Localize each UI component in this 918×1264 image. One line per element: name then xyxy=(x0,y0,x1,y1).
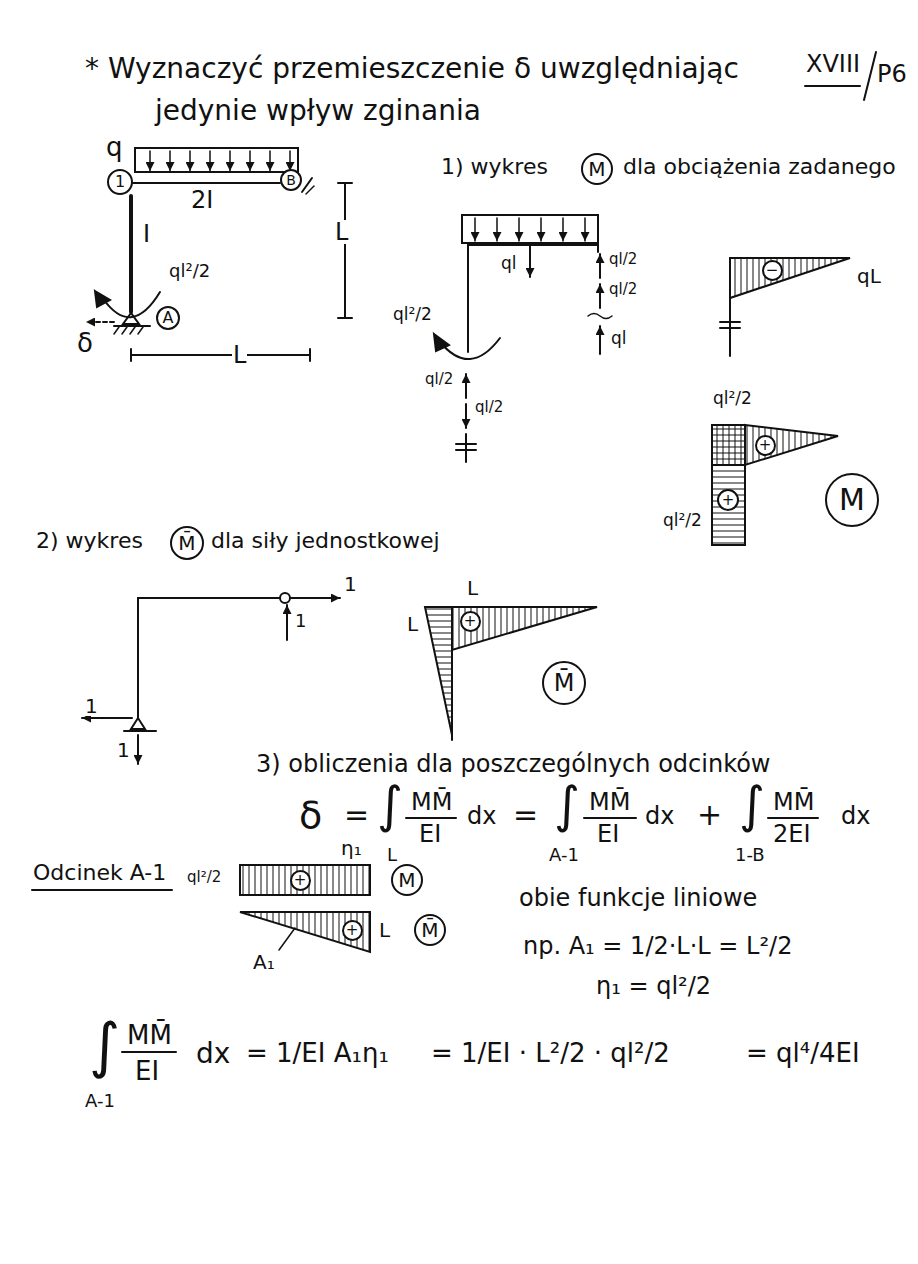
moment-value: ql²/2 xyxy=(662,512,703,529)
node-text: + xyxy=(759,438,772,453)
integral-sign: ∫ xyxy=(88,1015,121,1075)
force-label: ql/2 xyxy=(424,372,454,387)
moment-value: L xyxy=(406,614,419,634)
diagram-symbol: M xyxy=(581,153,613,185)
formula-denominator: EI xyxy=(134,1058,160,1084)
integral-sign: ∫ xyxy=(738,780,766,830)
section-heading: Odcinek A-1 xyxy=(32,862,167,884)
formula-symbol: = xyxy=(512,800,539,830)
step-heading: 3) obliczenia dla poszczególnych odcinkó… xyxy=(255,752,772,776)
formula-step: = 1/EI A₁η₁ xyxy=(245,1040,390,1066)
integral-sign: ∫ xyxy=(376,780,404,830)
formula-step: = ql⁴/4EI xyxy=(745,1040,861,1066)
stiffness-label: 2I xyxy=(190,188,214,212)
node-text: M̄ xyxy=(554,671,575,695)
node-text: M xyxy=(839,485,865,515)
sign-circle: + xyxy=(460,611,481,632)
dimension-label: L xyxy=(232,343,247,367)
sign-circle: + xyxy=(717,489,739,511)
support-circle: A xyxy=(156,306,180,330)
formula-numerator: MM̄ xyxy=(410,790,453,814)
sign-circle: + xyxy=(342,920,363,941)
node-text: 1 xyxy=(115,174,125,190)
force-label: ql/2 xyxy=(474,400,504,415)
formula-denominator: EI xyxy=(596,822,620,846)
joint-circle: 1 xyxy=(107,169,133,195)
area-label: A₁ xyxy=(252,952,276,972)
diagram-symbol: M xyxy=(825,473,879,527)
node-text: M xyxy=(588,159,605,179)
ordinate-label: η₁ xyxy=(340,838,363,858)
step-heading: 1) wykres xyxy=(440,156,549,178)
sign-circle: + xyxy=(290,870,311,891)
formula-numerator: MM̄ xyxy=(126,1022,173,1048)
moment-value: ql²/2 xyxy=(186,870,222,885)
step-heading: dla siły jednostkowej xyxy=(210,530,441,552)
moment-value: L xyxy=(466,578,479,598)
moment-value: ql²/2 xyxy=(712,390,753,407)
sheet-number: P6 xyxy=(876,62,908,86)
step-heading: 2) wykres xyxy=(35,530,144,552)
step-heading: dla obciążenia zadanego xyxy=(622,156,897,178)
formula-symbol: dx xyxy=(466,804,497,828)
diagram-symbol: M̄ xyxy=(170,526,204,560)
force-label: ql/2 xyxy=(608,282,638,297)
formula-step: = 1/EI · L²/2 · ql²/2 xyxy=(430,1040,671,1066)
support-circle: B xyxy=(280,169,302,191)
node-text: + xyxy=(722,493,735,508)
node-text: B xyxy=(286,173,296,187)
formula-denominator: EI xyxy=(418,822,442,846)
formula-symbol: dx xyxy=(195,1040,231,1068)
sheet-number: XVIII xyxy=(805,52,861,76)
formula-symbol: dx xyxy=(644,804,675,828)
node-text: + xyxy=(294,873,307,888)
node-text: + xyxy=(346,923,359,938)
formula-numerator: MM̄ xyxy=(588,790,631,814)
moment-label: ql²/2 xyxy=(168,262,211,280)
dimension-label: L xyxy=(334,220,349,244)
force-label: 1 xyxy=(294,612,307,630)
page-title: * Wyznaczyć przemieszczenie δ uwzględnia… xyxy=(85,48,748,132)
integral-limit: 1-B xyxy=(734,846,766,864)
formula-numerator: MM̄ xyxy=(772,790,815,814)
formula-denominator: 2EI xyxy=(772,822,812,846)
sign-circle: + xyxy=(755,435,776,456)
node-text: + xyxy=(464,614,477,629)
formula-symbol: + xyxy=(696,800,723,830)
note: obie funkcje liniowe xyxy=(518,886,758,910)
formula-symbol: = xyxy=(343,800,370,830)
sign-circle: − xyxy=(762,260,783,281)
formula-symbol: δ xyxy=(298,796,323,834)
force-label: ql/2 xyxy=(608,252,638,267)
diagram-symbol: M̄ xyxy=(542,661,586,705)
load-symbol: q xyxy=(105,134,124,160)
node-text: − xyxy=(766,263,779,278)
node-text: M xyxy=(398,870,415,890)
displacement-symbol: δ xyxy=(76,330,94,356)
moment-label: ql²/2 xyxy=(392,306,433,323)
integral-limit: L xyxy=(386,846,398,864)
force-label: ql xyxy=(610,330,628,347)
integral-limit: A-1 xyxy=(548,846,580,864)
force-label: 1 xyxy=(343,574,358,594)
node-text: M̄ xyxy=(421,920,438,940)
diagram-symbol: M xyxy=(391,864,423,896)
formula-symbol: dx xyxy=(840,804,871,828)
force-label: ql xyxy=(500,255,518,272)
node-text: A xyxy=(163,310,174,326)
stiffness-label: I xyxy=(142,222,151,246)
note: np. A₁ = 1/2·L·L = L²/2 xyxy=(522,934,793,958)
integral-sign: ∫ xyxy=(553,780,581,830)
integral-limit: A-1 xyxy=(84,1092,116,1110)
force-label: 1 xyxy=(116,740,131,760)
diagram-symbol: M̄ xyxy=(414,914,446,946)
force-label: 1 xyxy=(84,696,99,716)
moment-value: qL xyxy=(856,266,882,286)
moment-value: L xyxy=(378,920,391,940)
note: η₁ = ql²/2 xyxy=(595,974,712,998)
node-text: M̄ xyxy=(178,533,195,553)
